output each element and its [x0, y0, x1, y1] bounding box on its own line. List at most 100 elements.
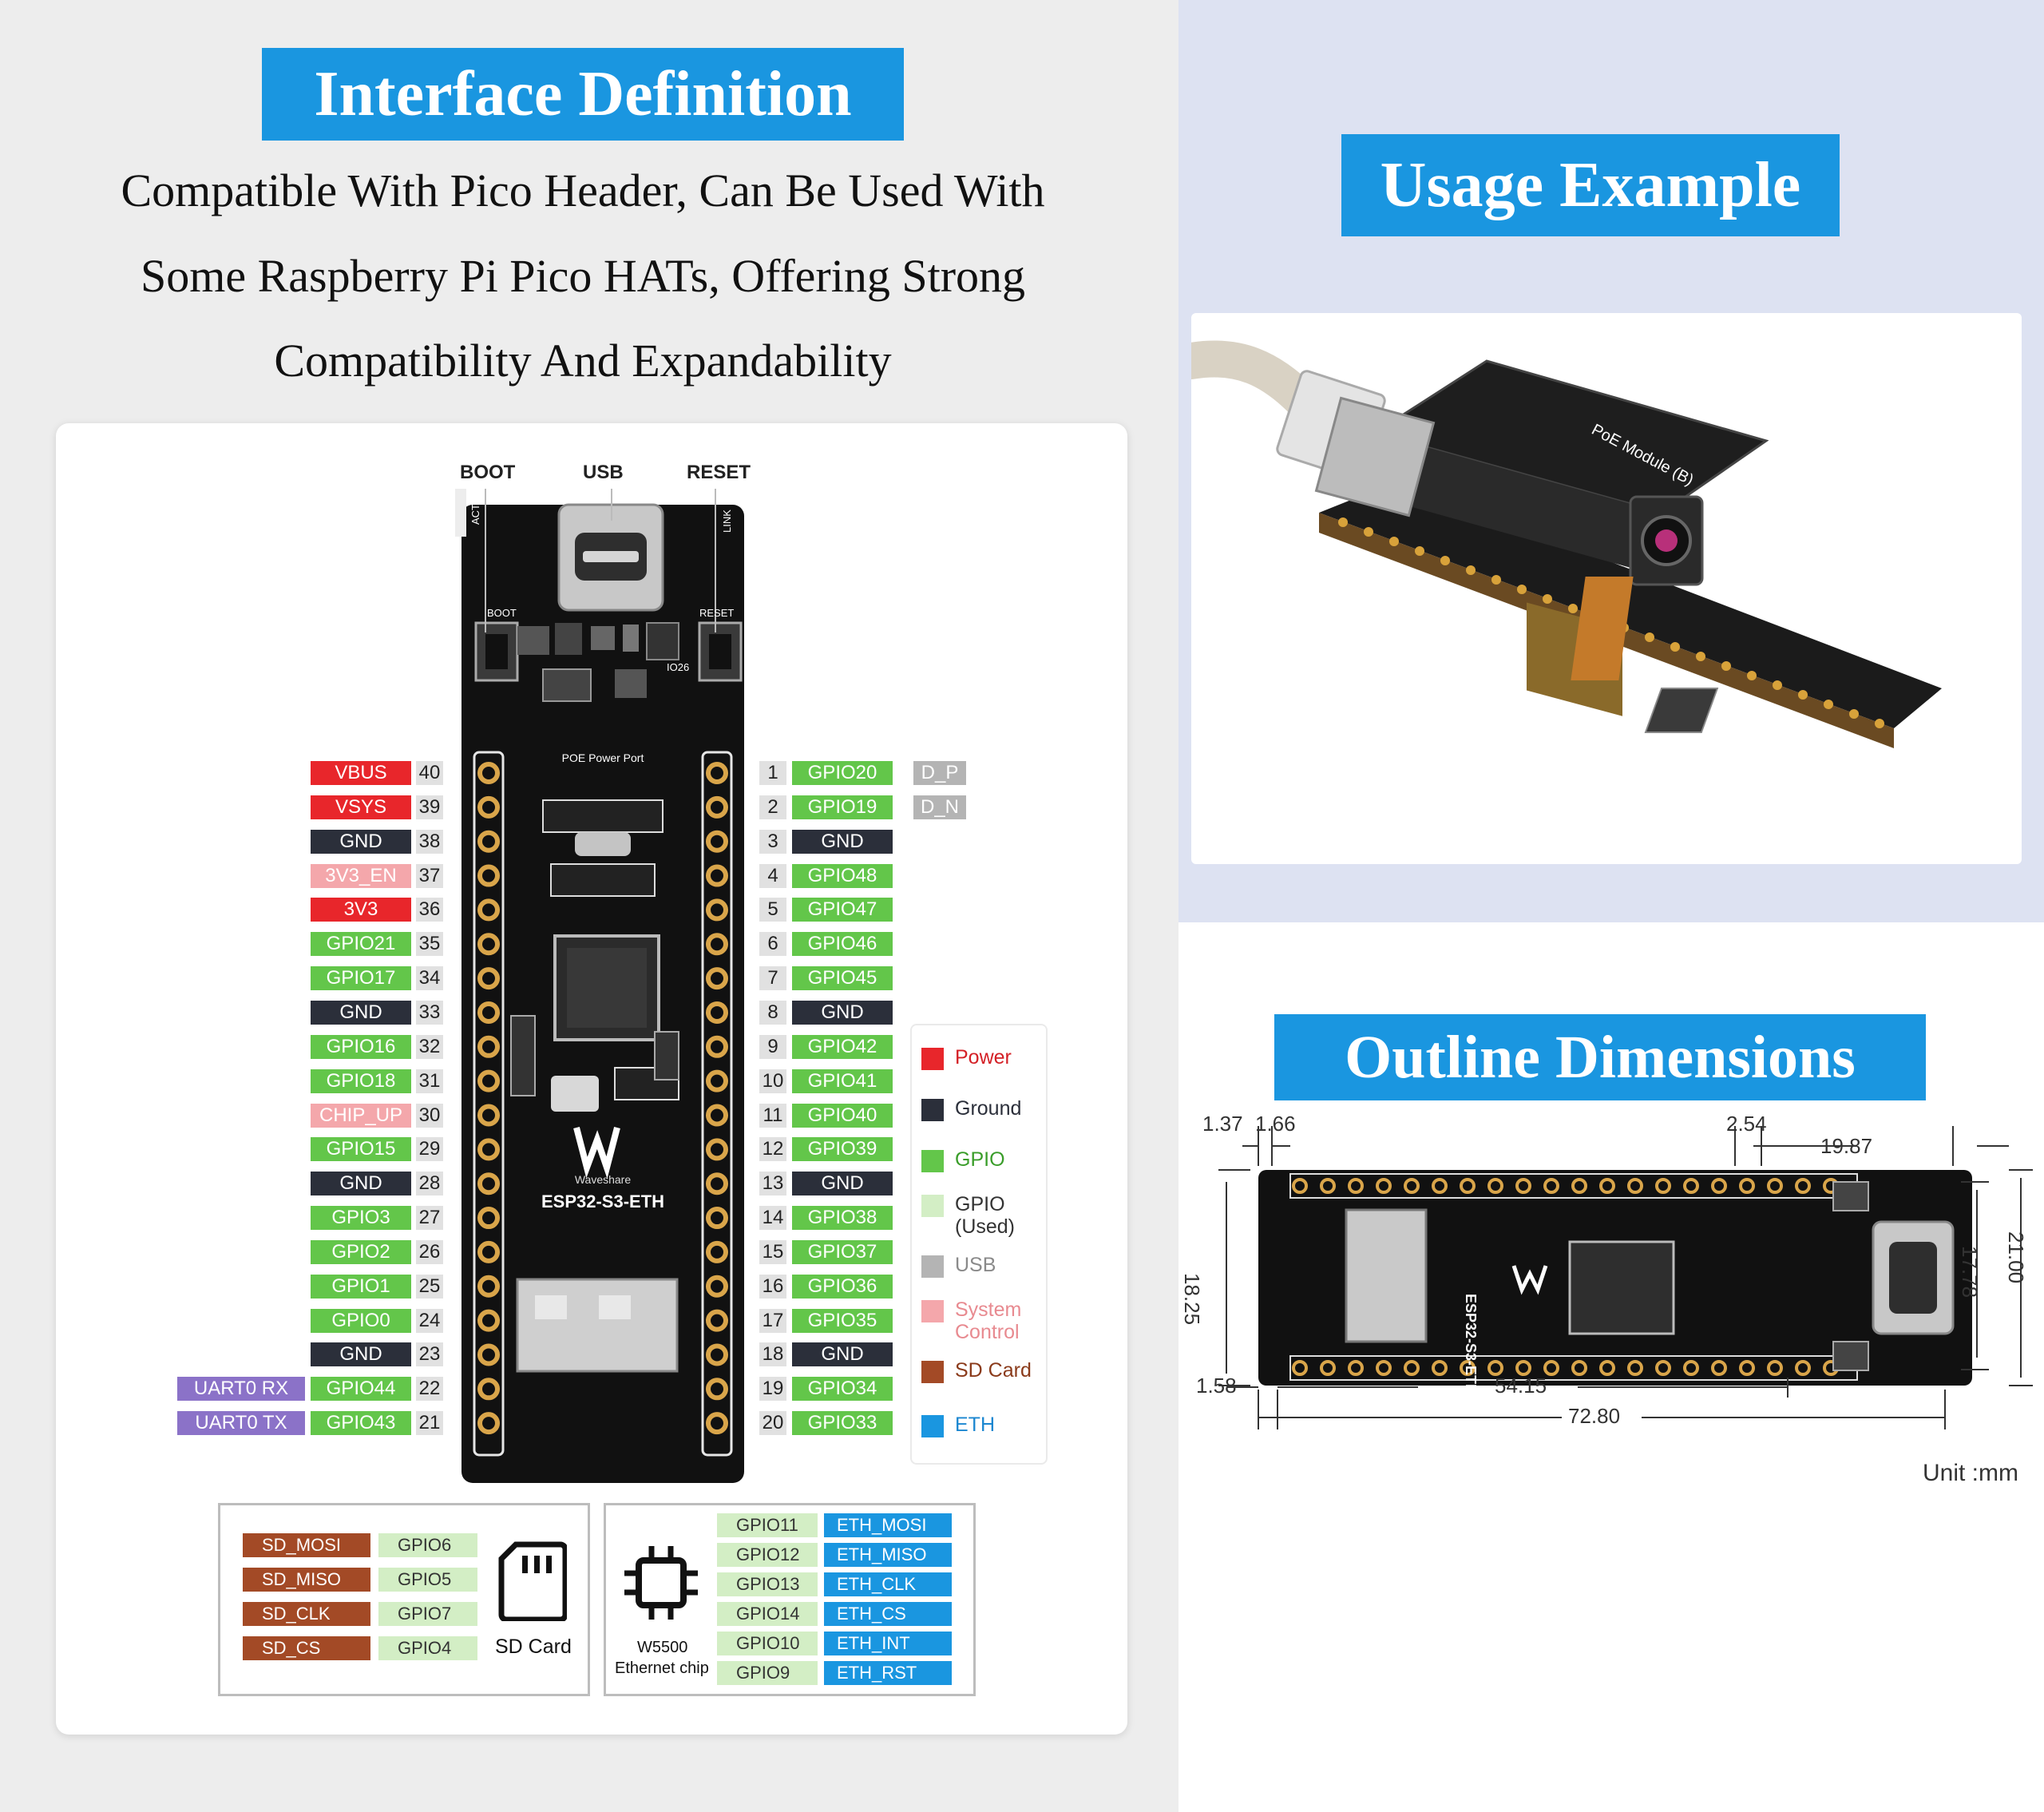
left-pin-number: 26 [416, 1240, 443, 1264]
pin-hole [706, 1275, 728, 1298]
act-text: ACT [469, 504, 481, 525]
pin-hole [477, 864, 500, 887]
pin-hole [477, 1207, 500, 1230]
sd-gpio-label: GPIO4 [378, 1636, 477, 1660]
outline-pin-hole [1711, 1360, 1727, 1376]
outline-pin-hole [1683, 1178, 1699, 1194]
dim-1-58: 1.58 [1196, 1374, 1237, 1398]
left-pin-number: 21 [416, 1411, 443, 1435]
eth-function-label: ETH_RST [824, 1661, 952, 1685]
pin-hole [706, 1001, 728, 1024]
pin-hole [706, 933, 728, 956]
usb-label: USB [583, 462, 624, 483]
waveshare-logo [573, 1126, 620, 1179]
left-pin-label: CHIP_UP [311, 1104, 411, 1128]
dim-18-25: 18.25 [1180, 1273, 1204, 1326]
left-pin-number: 30 [416, 1104, 443, 1128]
usb-data-label: D_P [913, 761, 966, 785]
pin-hole [477, 1172, 500, 1195]
eth-function-label: ETH_CS [824, 1602, 952, 1626]
legend-swatch [921, 1195, 944, 1217]
sd-function-label: SD_MOSI [243, 1533, 370, 1557]
pin-hole [477, 1343, 500, 1366]
left-pin-label: GPIO43 [311, 1411, 411, 1435]
outline-pin-hole [1292, 1360, 1308, 1376]
outline-pin-hole [1767, 1178, 1783, 1194]
right-pin-number: 14 [759, 1206, 786, 1230]
outline-pin-hole [1515, 1360, 1531, 1376]
outline-pin-hole [1543, 1360, 1559, 1376]
legend-label: GPIO (Used) [955, 1193, 1016, 1238]
legend-label: ETH [955, 1414, 995, 1436]
right-pin-label: GPIO38 [792, 1206, 893, 1230]
gold-pin [1364, 527, 1373, 537]
pin-hole [706, 1412, 728, 1435]
right-pin-number: 13 [759, 1172, 786, 1195]
usage-example-banner: Usage Example [1341, 134, 1840, 236]
sd-gpio-label: GPIO5 [378, 1568, 477, 1592]
right-pin-label: GPIO36 [792, 1275, 893, 1299]
right-pin-number: 4 [759, 864, 786, 888]
gold-pin [1696, 652, 1705, 661]
left-pin-number: 33 [416, 1001, 443, 1025]
right-pin-label: GPIO37 [792, 1240, 893, 1264]
left-pin-label: GND [311, 1172, 411, 1195]
outline-sd-slot [1345, 1208, 1428, 1343]
rj45-jack [1314, 396, 1436, 517]
board-brand-text: Waveshare [575, 1173, 632, 1186]
outline-pin-hole [1655, 1178, 1671, 1194]
left-pin-number: 24 [416, 1309, 443, 1333]
subtitle-line-1: Compatible With Pico Header, Can Be Used… [121, 165, 1045, 216]
pin-hole [477, 1069, 500, 1092]
subtitle-line-3: Compatibility And Expandability [274, 335, 892, 387]
left-pin-label: GPIO18 [311, 1069, 411, 1093]
ethernet-cable [1191, 340, 1321, 419]
right-pin-number: 17 [759, 1309, 786, 1333]
pin-hole [706, 1035, 728, 1058]
right-pin-label: GPIO40 [792, 1104, 893, 1128]
sd-card-icon [498, 1541, 567, 1621]
pin-hole [477, 1275, 500, 1298]
gold-pin [1389, 537, 1399, 546]
outline-pin-hole [1432, 1178, 1448, 1194]
outline-pin-hole [1795, 1178, 1811, 1194]
pin-hole [706, 1343, 728, 1366]
pin-hole [477, 830, 500, 853]
outline-pin-hole [1376, 1360, 1392, 1376]
gold-pin [1875, 719, 1884, 728]
interface-definition-panel: Interface Definition Compatible With Pic… [56, 48, 1127, 1735]
eth-gpio-label: GPIO14 [717, 1602, 818, 1626]
outline-pin-hole [1404, 1360, 1420, 1376]
left-pin-number: 35 [416, 932, 443, 956]
pin-hole [477, 1309, 500, 1332]
right-pin-number: 7 [759, 966, 786, 990]
pin-hole [706, 898, 728, 922]
sd-function-label: SD_MISO [243, 1568, 370, 1592]
left-pin-label: 3V3_EN [311, 864, 411, 888]
gold-pin [1543, 594, 1552, 604]
left-pin-label: GPIO16 [311, 1035, 411, 1059]
right-pin-number: 12 [759, 1137, 786, 1161]
right-pin-label: GPIO48 [792, 864, 893, 888]
sd-function-label: SD_CS [243, 1636, 370, 1660]
outline-pin-hole [1655, 1360, 1671, 1376]
left-pin-number: 22 [416, 1377, 443, 1401]
outline-pin-hole [1376, 1178, 1392, 1194]
outline-pin-hole [1320, 1360, 1336, 1376]
gold-pin [1645, 632, 1654, 642]
outline-pin-hole [1320, 1178, 1336, 1194]
right-pin-label: GND [792, 830, 893, 854]
left-pin-number: 29 [416, 1137, 443, 1161]
legend-swatch [921, 1300, 944, 1322]
eth-gpio-label: GPIO11 [717, 1513, 818, 1537]
left-pin-number: 32 [416, 1035, 443, 1059]
left-pin-label: GPIO2 [311, 1240, 411, 1264]
gold-pin [1824, 700, 1833, 709]
pin-hole [706, 795, 728, 819]
left-pin-label: GPIO17 [311, 966, 411, 990]
legend-label: Power [955, 1046, 1012, 1069]
outline-board-name: ESP32-S3-ETH [1463, 1294, 1479, 1394]
dim-54-15: 54.15 [1495, 1374, 1547, 1398]
pin-hole [477, 1240, 500, 1263]
poe-port-text: POE Power Port [562, 751, 644, 764]
